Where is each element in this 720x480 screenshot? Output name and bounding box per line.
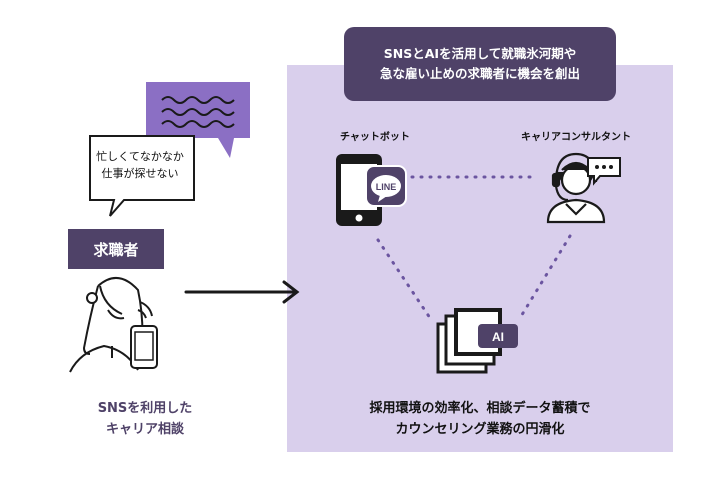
chatbot-label: チャットボット — [340, 132, 410, 143]
connector-chatbot-ai — [376, 238, 432, 320]
speech-bubble — [89, 135, 195, 217]
benefit-text: 採用環境の効率化、相談データ蓄積で カウンセリング業務の円滑化 — [300, 398, 660, 440]
banner-line-2: 急な雇い止めの求職者に機会を創出 — [379, 66, 580, 81]
caption-line-2: キャリア相談 — [105, 422, 184, 437]
sns-caption: SNSを利用した キャリア相談 — [60, 398, 230, 440]
benefit-line-1: 採用環境の効率化、相談データ蓄積で — [369, 401, 591, 416]
line-badge-label: LINE — [376, 182, 397, 192]
wave-speech-bubble — [146, 82, 250, 158]
connector-lines — [376, 175, 572, 320]
banner-line-1: SNSとAIを活用して就職氷河期や — [383, 46, 577, 61]
consultant-label: キャリアコンサルタント — [521, 132, 631, 143]
speech-line-1: 忙しくてなかなか — [96, 150, 184, 163]
benefit-line-2: カウンセリング業務の円滑化 — [395, 422, 565, 437]
line-badge-icon: LINE — [365, 165, 407, 207]
ai-badge-label: AI — [492, 330, 504, 344]
right-arrow-icon — [184, 280, 300, 304]
hand-phone-icon — [130, 301, 158, 369]
caption-line-1: SNSを利用した — [97, 401, 193, 416]
banner: SNSとAIを活用して就職氷河期や 急な雇い止めの求職者に機会を創出 — [344, 27, 616, 101]
connector-consultant-ai — [518, 234, 572, 320]
chat-dots-icon — [587, 157, 621, 186]
service-panel — [287, 65, 673, 452]
ai-windows-icon: AI — [436, 308, 518, 374]
speech-text: 忙しくてなかなか 仕事が探せない — [88, 148, 192, 182]
speech-line-2: 仕事が探せない — [101, 167, 179, 180]
job-seeker-label: 求職者 — [68, 229, 164, 269]
wave-lines-icon — [161, 96, 235, 128]
